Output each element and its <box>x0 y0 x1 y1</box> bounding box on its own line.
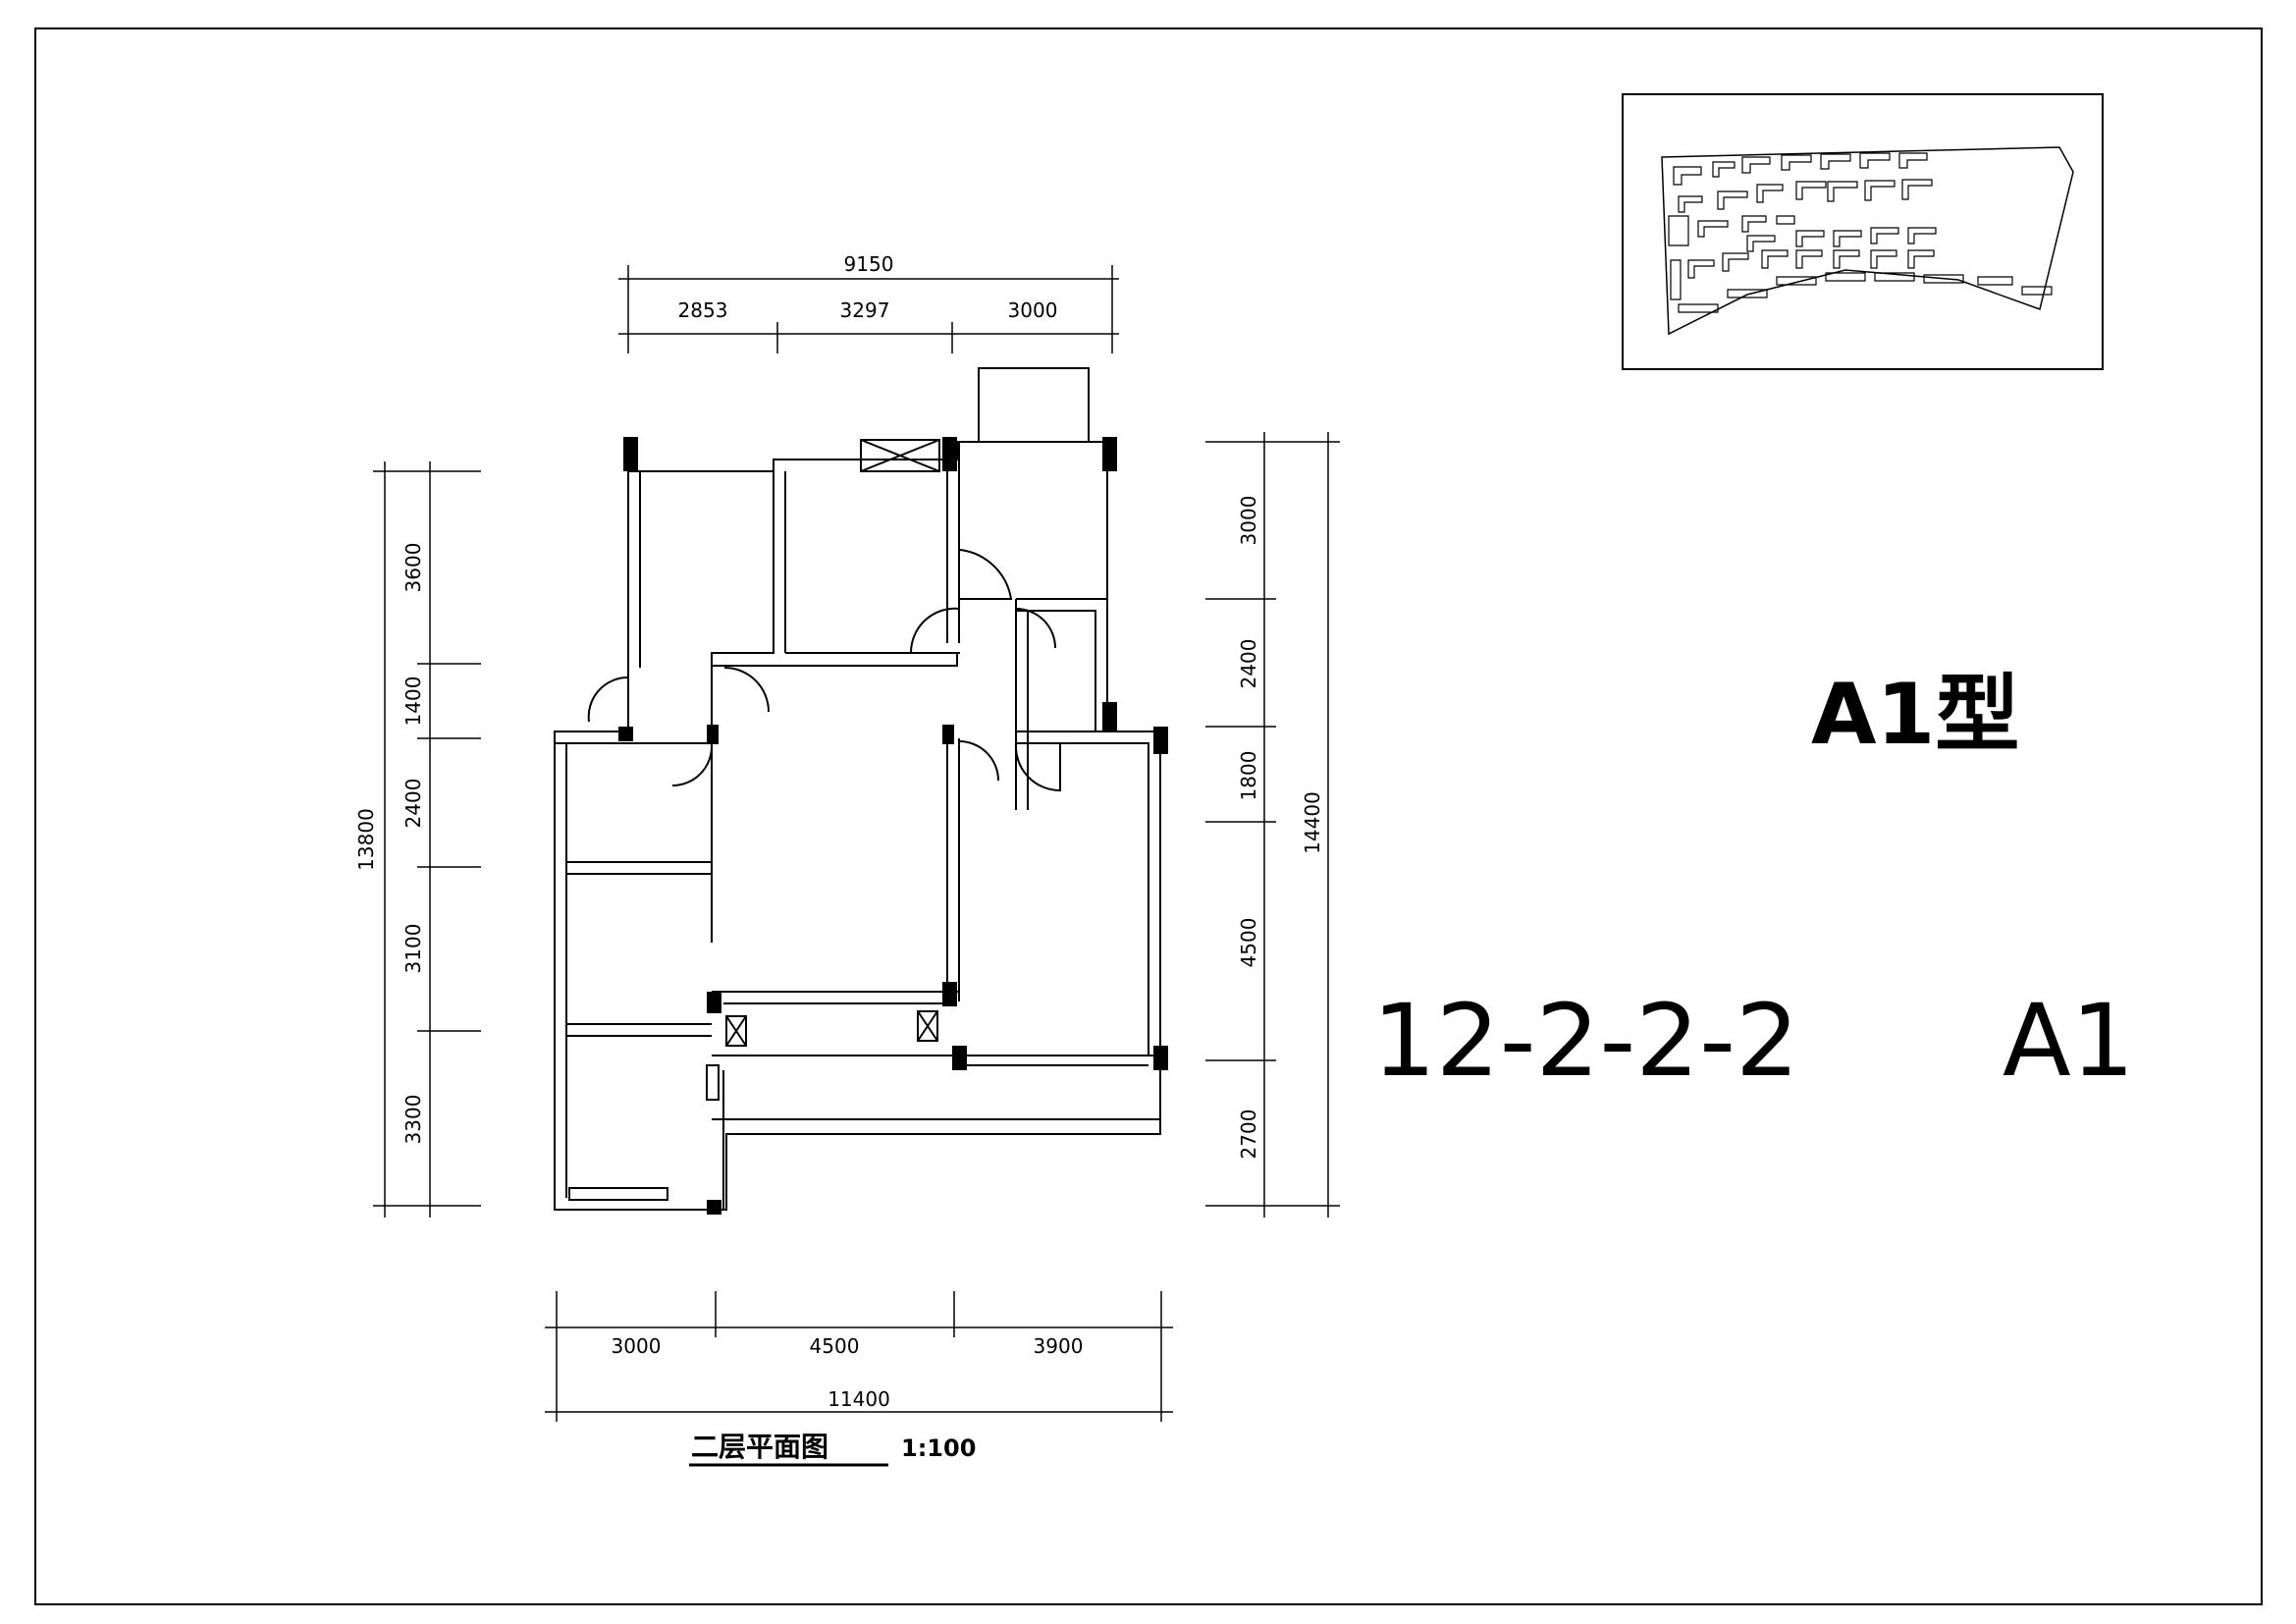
dim-top-seg-2: 3297 <box>840 298 890 322</box>
dim-bottom-total: 11400 <box>828 1387 890 1411</box>
sheet-border <box>34 27 2263 1605</box>
dim-right-seg-3: 1800 <box>1237 751 1260 801</box>
dim-right-total: 14400 <box>1301 791 1324 854</box>
dim-left-total: 13800 <box>354 808 378 871</box>
structural-columns <box>618 437 1168 1215</box>
dim-right-seg-4: 4500 <box>1237 918 1260 968</box>
key-plan <box>1622 93 2104 370</box>
type-title: A1型 <box>1811 666 2019 764</box>
dimension-lines <box>373 265 1340 1422</box>
dim-right-seg-2: 2400 <box>1237 639 1260 689</box>
plan-scale: 1:100 <box>901 1435 976 1462</box>
dim-left-seg-3: 2400 <box>401 779 425 829</box>
dim-right-seg-1: 3000 <box>1237 496 1260 546</box>
floor-plan <box>554 367 1161 1211</box>
dim-top-seg-1: 2853 <box>678 298 728 322</box>
dim-top-total: 9150 <box>844 252 894 276</box>
unit-code: 12-2-2-2 <box>1372 983 1799 1100</box>
plan-title: 二层平面图 <box>691 1431 828 1463</box>
unit-type: A1 <box>2002 983 2135 1100</box>
dim-bottom-seg-1: 3000 <box>612 1334 662 1358</box>
dim-left-seg-2: 1400 <box>401 677 425 727</box>
dim-bottom-seg-2: 4500 <box>810 1334 860 1358</box>
dim-top-seg-3: 3000 <box>1008 298 1058 322</box>
dim-left-seg-4: 3100 <box>401 924 425 974</box>
dim-bottom-seg-3: 3900 <box>1034 1334 1084 1358</box>
dim-left-seg-5: 3300 <box>401 1095 425 1145</box>
dim-right-seg-5: 2700 <box>1237 1110 1260 1160</box>
dim-left-seg-1: 3600 <box>401 543 425 593</box>
